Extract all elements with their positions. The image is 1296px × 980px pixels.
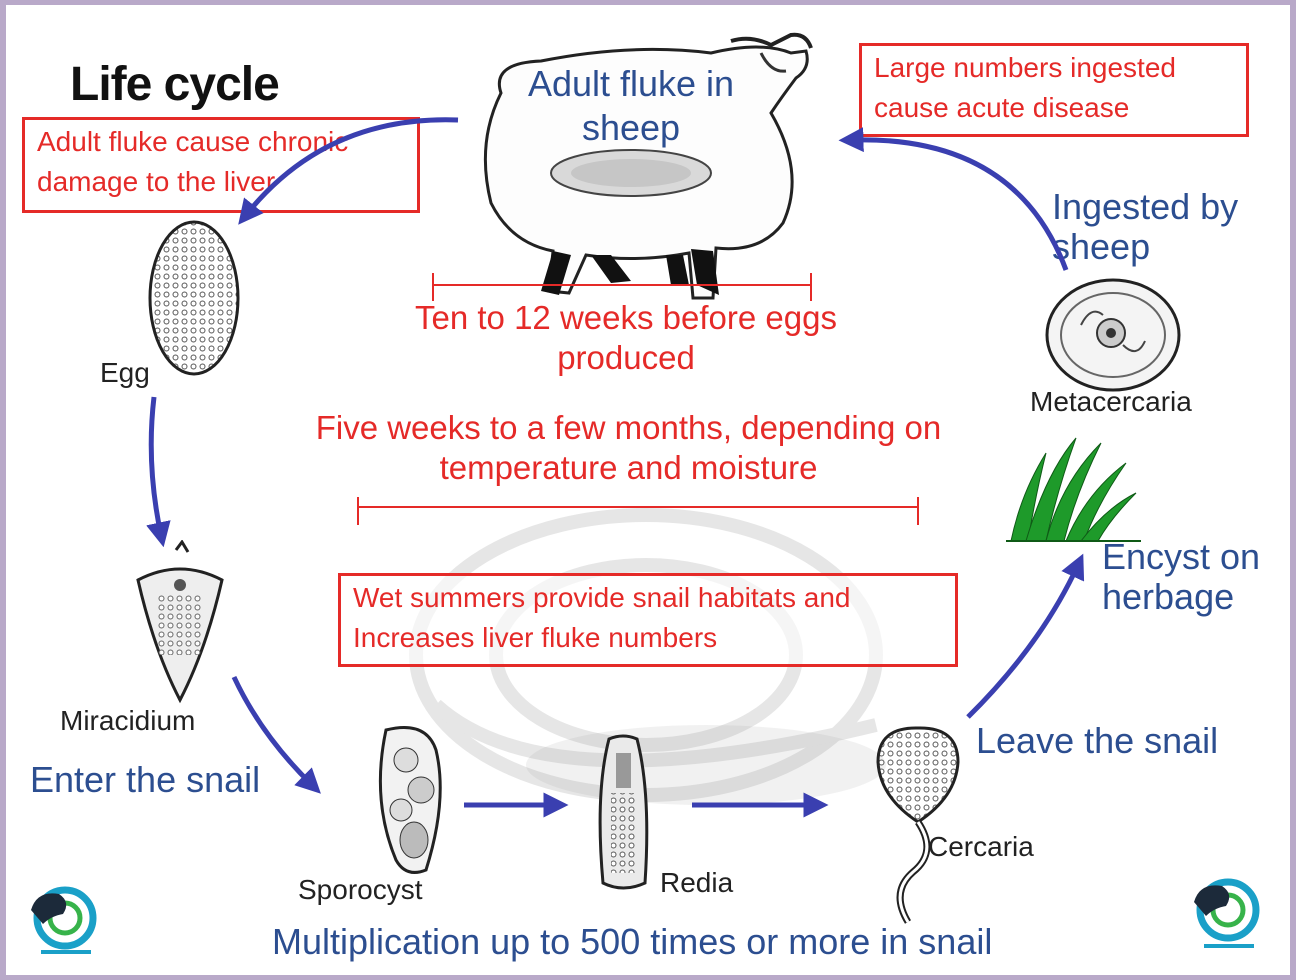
lifecycle-arrows <box>6 5 1290 975</box>
arrow-miracidium-to-snail <box>234 677 312 785</box>
arrow-cercaria-to-herbage <box>968 565 1078 717</box>
life-cycle-diagram: Life cycle Adult fluke in sheep Adult fl… <box>6 5 1290 975</box>
arrow-metacercaria-to-sheep <box>851 140 1066 270</box>
arrow-sheep-to-egg <box>246 120 458 215</box>
scops-logo-right-icon <box>1186 870 1266 955</box>
scops-logo-left-icon <box>23 880 103 960</box>
arrow-egg-to-miracidium <box>151 397 161 535</box>
